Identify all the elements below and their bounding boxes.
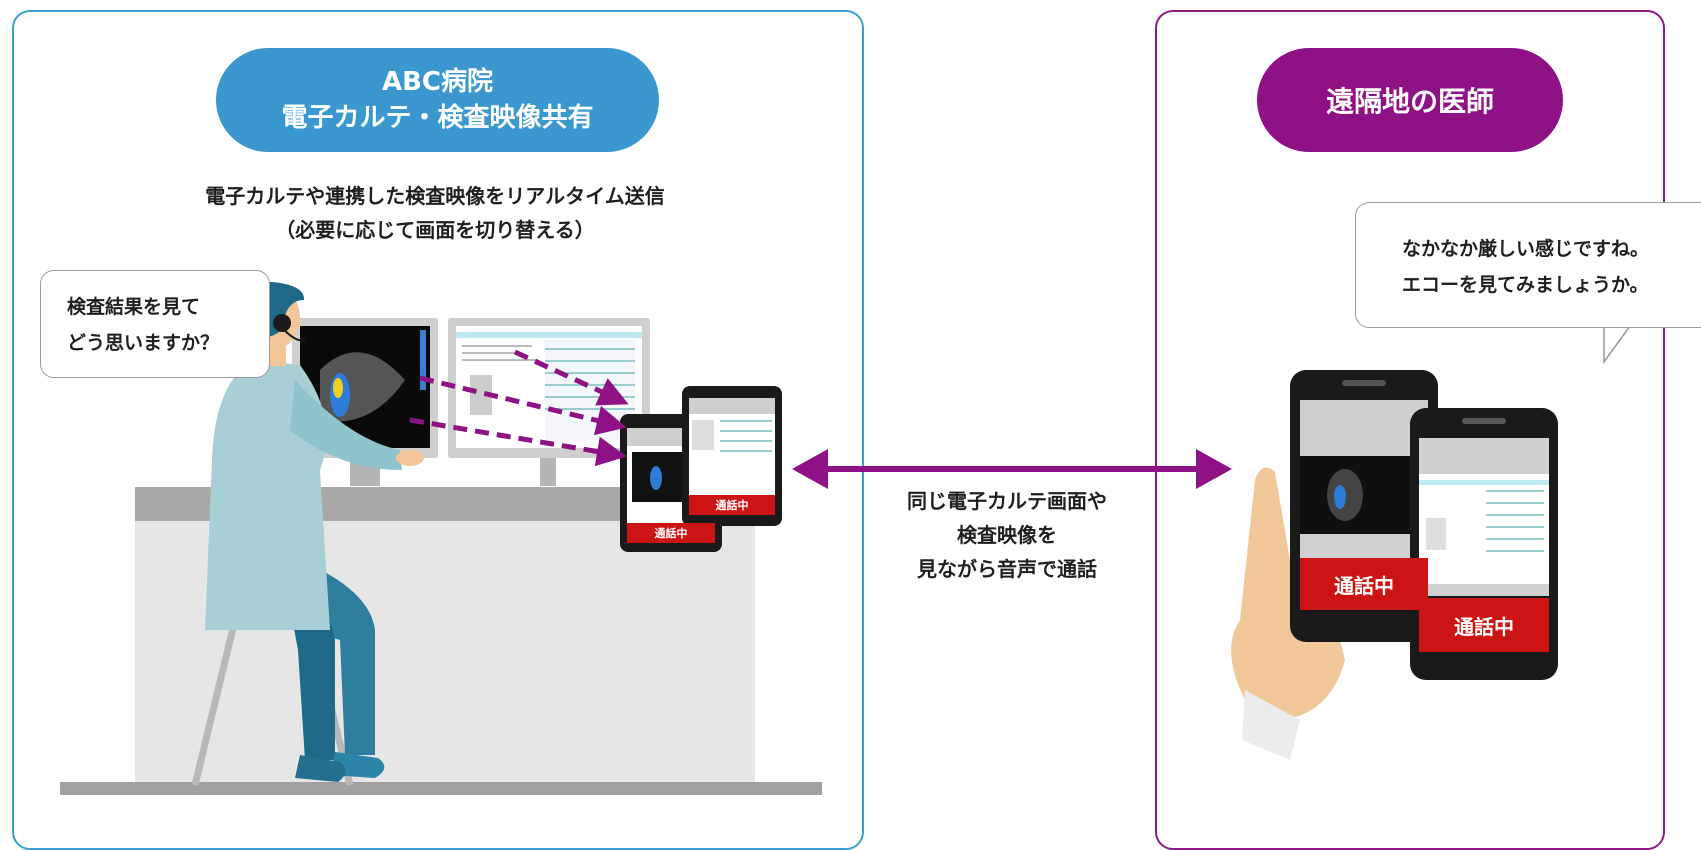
illustration <box>60 282 1631 795</box>
hospital-doctor-speech-bubble: 検査結果を見て どう思いますか？ <box>40 270 270 378</box>
hand-holding-phones <box>1231 467 1345 760</box>
bubble-tail <box>1603 325 1631 365</box>
tablet-back-call-status: 通話中 <box>627 523 715 543</box>
description-line-2: （必要に応じて画面を切り替える） <box>275 218 595 242</box>
transfer-arrows <box>409 349 629 467</box>
hospital-subtitle: 電子カルテ・検査映像共有 <box>281 103 594 133</box>
remote-doctor-speech-bubble: なかなか厳しい感じですね。 エコーを見てみましょうか。 <box>1355 202 1701 328</box>
caption-line-3: 見ながら音声で通話 <box>917 557 1097 581</box>
hospital-description: 電子カルテや連携した検査映像をリアルタイム送信 （必要に応じて画面を切り替える） <box>150 179 720 247</box>
bubble-left-line-2: どう思いますか？ <box>67 332 220 354</box>
phone-back-call-status: 通話中 <box>1300 558 1428 610</box>
bubble-right-line-1: なかなか厳しい感じですね。 <box>1402 238 1650 260</box>
caption-line-1: 同じ電子カルテ画面や <box>907 489 1107 513</box>
remote-doctor-title-pill: 遠隔地の医師 <box>1257 48 1563 152</box>
caption-line-2: 検査映像を <box>957 523 1057 547</box>
tablet-front-call-status: 通話中 <box>689 495 775 515</box>
two-way-arrow <box>792 449 1232 489</box>
remote-doctor-title: 遠隔地の医師 <box>1325 85 1494 118</box>
phone-front-call-status: 通話中 <box>1419 598 1549 652</box>
tablet-front <box>682 386 782 526</box>
bubble-left-line-1: 検査結果を見て <box>67 296 201 318</box>
description-line-1: 電子カルテや連携した検査映像をリアルタイム送信 <box>205 184 665 208</box>
shared-call-caption: 同じ電子カルテ画面や 検査映像を 見ながら音声で通話 <box>862 484 1152 586</box>
monitor-emr <box>448 318 650 486</box>
hospital-name: ABC病院 <box>381 67 494 97</box>
hospital-title-pill: ABC病院 電子カルテ・検査映像共有 <box>216 48 659 152</box>
bubble-right-line-2: エコーを見てみましょうか。 <box>1402 274 1649 296</box>
